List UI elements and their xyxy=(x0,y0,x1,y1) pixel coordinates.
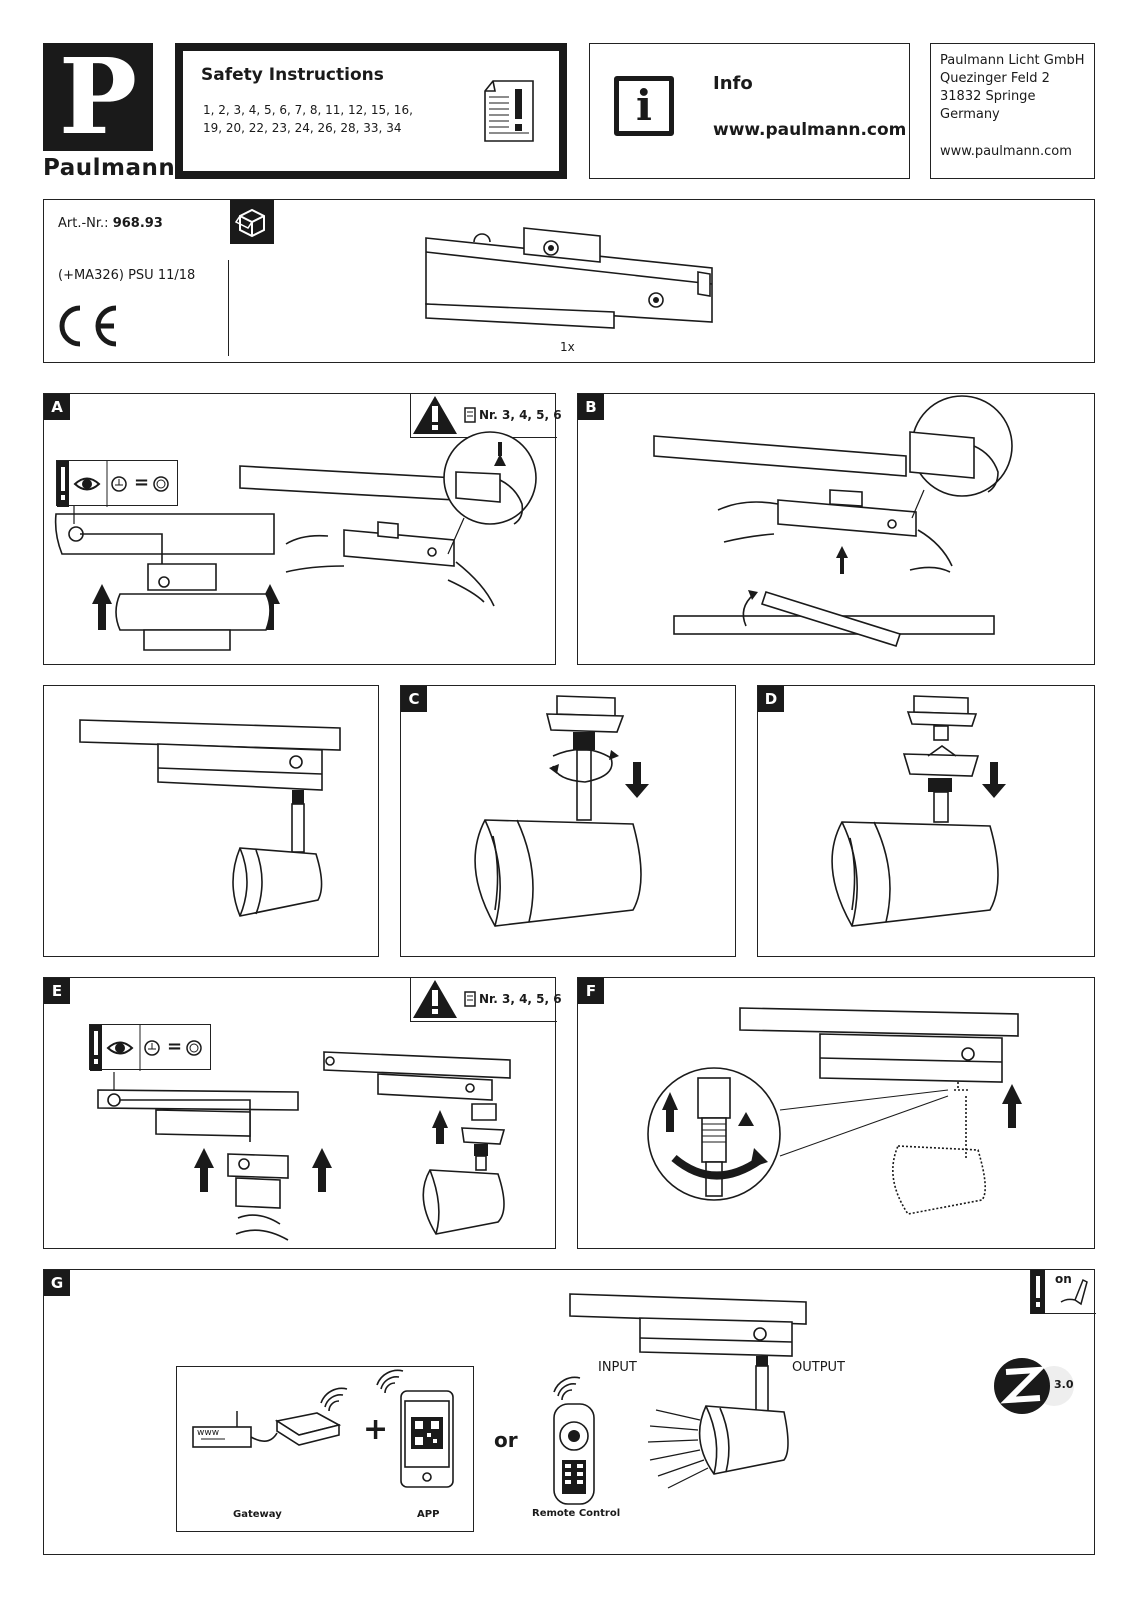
step-e-reference: Nr. 3, 4, 5, 6 xyxy=(479,992,562,1006)
info-icon-letter: i xyxy=(636,81,652,130)
variant-text: (+MA326) PSU 11/18 xyxy=(58,268,196,283)
input-label: INPUT xyxy=(598,1360,637,1375)
info-icon: i xyxy=(614,76,674,136)
step-a-illustration xyxy=(54,431,537,651)
remote-caption: Remote Control xyxy=(532,1508,621,1519)
logo-wordmark: Paulmann xyxy=(43,155,176,181)
step-e-label: E xyxy=(44,978,70,1004)
step-b-label: B xyxy=(578,394,604,420)
power-on-note: on xyxy=(1030,1270,1096,1314)
step-g-panel: G on 3.0 + xyxy=(43,1269,1096,1555)
step-a-equals: = xyxy=(134,472,150,493)
info-label: Info xyxy=(713,73,753,94)
mounted-panel xyxy=(43,685,379,957)
address-street: Quezinger Feld 2 xyxy=(940,71,1050,86)
info-url[interactable]: www.paulmann.com xyxy=(713,120,907,140)
step-f-label: F xyxy=(578,978,604,1004)
step-a-panel: A Nr. 3, 4, 5, 6 = xyxy=(43,393,562,665)
gateway-caption: Gateway xyxy=(233,1509,282,1520)
address-company: Paulmann Licht GmbH xyxy=(940,53,1085,68)
step-a-check-note: = xyxy=(56,460,178,507)
or-separator: or xyxy=(494,1428,518,1452)
step-b-illustration xyxy=(653,395,1013,647)
address-country: Germany xyxy=(940,107,1000,122)
step-e-panel: E Nr. 3, 4, 5, 6 = xyxy=(43,977,562,1249)
step-e-illustration xyxy=(97,1051,511,1241)
divider xyxy=(228,260,229,356)
step-g-label: G xyxy=(44,1270,70,1296)
step-b-panel: B xyxy=(577,393,1095,665)
output-label: OUTPUT xyxy=(792,1360,845,1375)
address-web[interactable]: www.paulmann.com xyxy=(940,144,1072,159)
safety-instructions-box: Safety Instructions 1, 2, 3, 4, 5, 6, 7,… xyxy=(175,43,567,179)
document-warning-icon xyxy=(484,80,534,142)
logo-square: P xyxy=(43,37,153,157)
safety-title: Safety Instructions xyxy=(201,65,384,85)
svg-text:+: + xyxy=(363,1412,388,1447)
app-caption: APP xyxy=(417,1509,440,1520)
zigbee-badge: 3.0 xyxy=(992,1356,1082,1416)
art-label: Art.-Nr.: xyxy=(58,216,109,231)
package-icon xyxy=(230,200,274,244)
quantity-label: 1x xyxy=(560,340,575,354)
step-d-illustration xyxy=(831,695,1006,927)
gateway-app-box: + www Gateway APP xyxy=(176,1366,474,1532)
safety-numbers-line1: 1, 2, 3, 4, 5, 6, 7, 8, 11, 12, 15, 16, xyxy=(203,103,413,117)
step-e-check-note: = xyxy=(89,1024,211,1071)
paulmann-logo: P Paulmann xyxy=(43,37,175,183)
step-a-label: A xyxy=(44,394,70,420)
router-www: www xyxy=(197,1428,220,1438)
step-e-warning-header: Nr. 3, 4, 5, 6 xyxy=(410,978,562,1022)
power-on-label: on xyxy=(1055,1272,1072,1286)
step-c-label: C xyxy=(401,686,427,712)
info-box: i Info www.paulmann.com xyxy=(589,43,910,179)
smart-spot-illustration xyxy=(569,1293,807,1489)
address-box: Paulmann Licht GmbH Quezinger Feld 2 318… xyxy=(930,43,1095,179)
ce-mark xyxy=(58,304,124,348)
step-a-reference: Nr. 3, 4, 5, 6 xyxy=(479,408,562,422)
step-d-label: D xyxy=(758,686,784,712)
art-number: 968.93 xyxy=(112,216,163,231)
step-e-equals: = xyxy=(167,1036,183,1057)
step-f-illustration xyxy=(647,1007,1022,1215)
step-f-panel: F xyxy=(577,977,1095,1249)
safety-numbers-line2: 19, 20, 22, 23, 24, 26, 28, 33, 34 xyxy=(203,121,402,135)
address-city: 31832 Springe xyxy=(940,89,1036,104)
step-d-panel: D xyxy=(757,685,1095,957)
step-c-illustration xyxy=(474,695,649,927)
logo-letter: P xyxy=(58,35,138,158)
zigbee-version: 3.0 xyxy=(1054,1378,1074,1391)
step-c-panel: C xyxy=(400,685,736,957)
track-adapter-illustration xyxy=(425,227,713,329)
remote-control-illustration xyxy=(553,1376,595,1505)
gateway-app-illustration: + xyxy=(192,1369,454,1488)
product-box: Art.-Nr.: 968.93 (+MA326) PSU 11/18 1x xyxy=(43,199,1095,363)
mounted-illustration xyxy=(79,719,341,917)
art-number-label: Art.-Nr.: 968.93 xyxy=(58,216,163,231)
